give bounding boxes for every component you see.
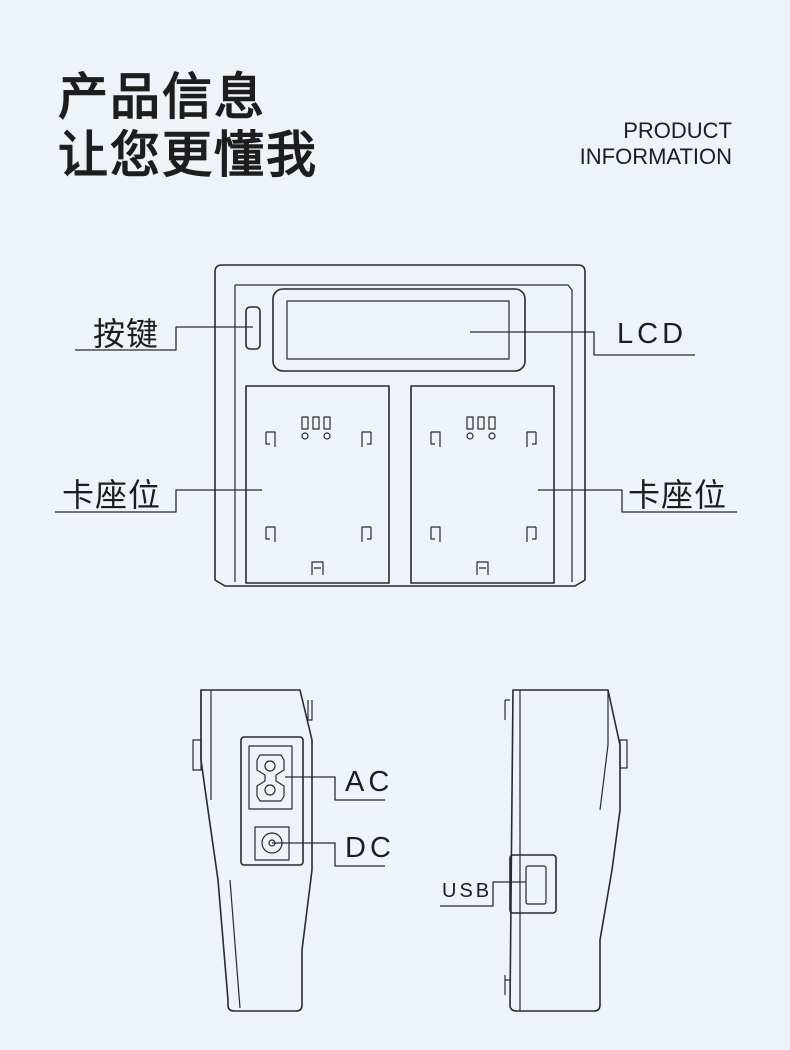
- top-view-leader-lines: [55, 326, 737, 513]
- english-title-line-2: INFORMATION: [579, 144, 732, 169]
- charger-side-view-right: [440, 689, 628, 1012]
- charger-side-view-left: [192, 689, 385, 1012]
- lcd-screen: [286, 300, 510, 360]
- slot-right-label: 卡座位: [628, 476, 728, 514]
- button-label: 按键: [93, 315, 160, 353]
- battery-slot-right: [410, 385, 555, 584]
- slot-left-label: 卡座位: [62, 476, 162, 514]
- ac-label: AC: [345, 766, 394, 798]
- title-block: 产品信息 让您更懂我: [58, 68, 318, 184]
- charger-inner-body: [235, 284, 573, 582]
- usb-port: [509, 854, 557, 914]
- title-line-1: 产品信息: [58, 68, 266, 126]
- english-title: PRODUCT INFORMATION: [580, 118, 732, 170]
- usb-label: USB: [442, 880, 493, 902]
- port-panel: [240, 736, 304, 866]
- title-line-2: 让您更懂我: [58, 126, 318, 184]
- charger-outer-body: [214, 264, 586, 587]
- lcd-label: LCD: [617, 318, 688, 350]
- usb-leader-line: [440, 881, 526, 907]
- side-view-leader-lines: [272, 776, 385, 867]
- button-shape: [245, 306, 261, 350]
- charger-top-view: [55, 264, 737, 587]
- english-title-line-1: PRODUCT: [623, 118, 732, 143]
- lcd-frame: [272, 288, 526, 372]
- battery-slot-left: [245, 385, 390, 584]
- dc-label: DC: [345, 832, 395, 864]
